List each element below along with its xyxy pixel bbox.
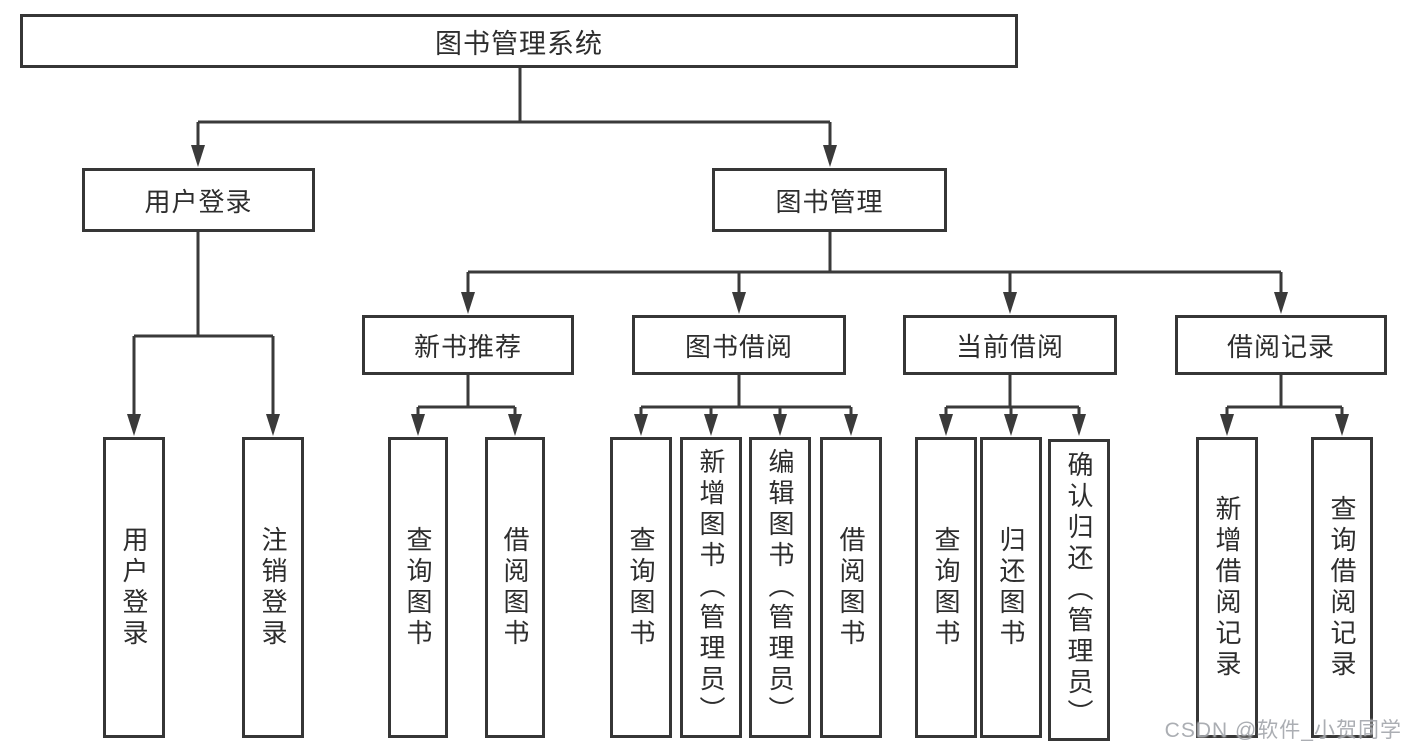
- node-label: 查询图书: [931, 525, 961, 650]
- node-label: 确认归还（管理员）: [1064, 450, 1094, 730]
- node-label: 图书管理系统: [435, 28, 603, 59]
- connector-new-book: [416, 375, 517, 420]
- node-label: 新增图书（管理员）: [696, 448, 726, 727]
- node-library-system: 图书管理系统: [20, 14, 1018, 68]
- node-label: 注销登录: [258, 525, 288, 650]
- connector-user-login: [132, 232, 275, 418]
- connector-current-borrow: [944, 375, 1081, 420]
- node-label: 查询图书: [403, 525, 433, 650]
- connector-root: [196, 68, 832, 150]
- leaf-user-login: 用户登录: [103, 437, 165, 738]
- leaf-query-books-recommend: 查询图书: [388, 437, 448, 738]
- leaf-logout: 注销登录: [242, 437, 304, 738]
- leaf-edit-books-admin: 编辑图书（管理员）: [749, 437, 811, 738]
- node-label: 用户登录: [144, 186, 253, 217]
- leaf-borrow-books-recommend: 借阅图书: [485, 437, 545, 738]
- node-current-borrow: 当前借阅: [903, 315, 1117, 375]
- node-label: 借阅图书: [836, 525, 866, 650]
- node-label: 查询图书: [626, 525, 656, 650]
- arrowheads: [127, 145, 1349, 436]
- node-label: 用户登录: [119, 525, 149, 650]
- node-label: 新增借阅记录: [1212, 494, 1242, 681]
- node-label: 查询借阅记录: [1327, 494, 1357, 681]
- leaf-query-books-borrow: 查询图书: [610, 437, 672, 738]
- node-borrow-records: 借阅记录: [1175, 315, 1387, 375]
- node-label: 借阅图书: [500, 525, 530, 650]
- node-book-management: 图书管理: [712, 168, 947, 232]
- node-label: 编辑图书（管理员）: [765, 448, 795, 727]
- node-user-login: 用户登录: [82, 168, 315, 232]
- node-label: 当前借阅: [955, 331, 1064, 362]
- leaf-query-books-current: 查询图书: [915, 437, 977, 738]
- node-label: 归还图书: [996, 525, 1026, 650]
- node-label: 新书推荐: [413, 331, 522, 362]
- node-label: 借阅记录: [1226, 331, 1335, 362]
- leaf-confirm-return-admin: 确认归还（管理员）: [1048, 439, 1110, 741]
- leaf-borrow-books: 借阅图书: [820, 437, 882, 738]
- connector-book-management: [466, 232, 1283, 296]
- leaf-add-borrow-record: 新增借阅记录: [1196, 437, 1258, 738]
- leaf-add-books-admin: 新增图书（管理员）: [680, 437, 742, 738]
- leaf-return-books: 归还图书: [980, 437, 1042, 738]
- node-book-borrow: 图书借阅: [632, 315, 846, 375]
- node-label: 图书管理: [775, 186, 884, 217]
- node-new-book-recommend: 新书推荐: [362, 315, 574, 375]
- connector-book-borrow: [639, 375, 853, 420]
- leaf-query-borrow-record: 查询借阅记录: [1311, 437, 1373, 738]
- node-label: 图书借阅: [684, 331, 793, 362]
- connector-borrow-records: [1225, 375, 1344, 420]
